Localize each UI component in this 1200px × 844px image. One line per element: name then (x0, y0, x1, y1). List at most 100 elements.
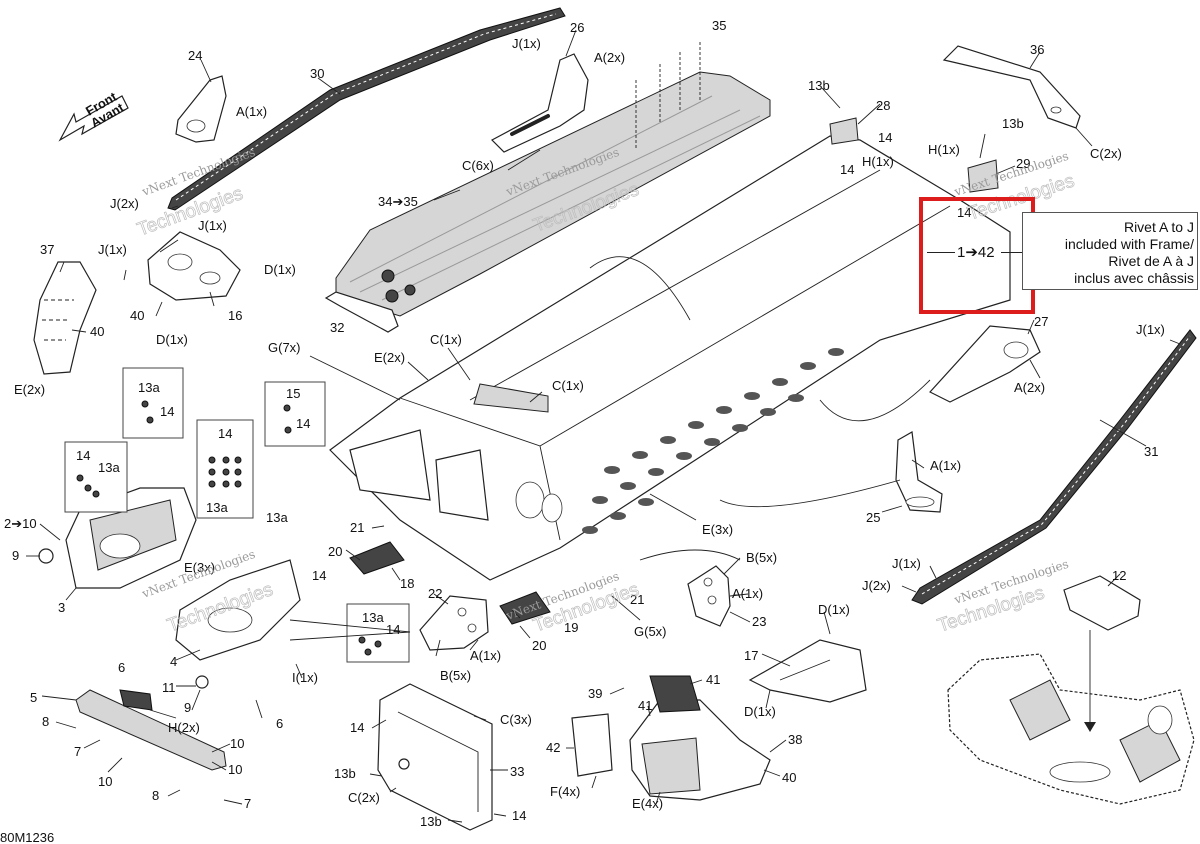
callout-h-1x-a: H(1x) (862, 154, 894, 169)
callout-23: 23 (752, 614, 766, 629)
front-arrow-icon: Front Avant (58, 89, 129, 142)
part-31-rail (911, 329, 1197, 605)
callout-e-3x-b: E(3x) (702, 522, 733, 537)
callout-j-1x-mid: J(1x) (98, 242, 127, 257)
note-line-3: Rivet de A à J (1108, 253, 1194, 269)
part-23-bracket (687, 565, 731, 627)
callout-34-35: 34➔35 (378, 194, 418, 209)
callout-22: 22 (428, 586, 442, 601)
part-19-plate (499, 591, 551, 625)
callout-9-left: 9 (12, 548, 19, 563)
callout-18: 18 (400, 576, 414, 591)
main-tunnel-frame (329, 135, 1011, 581)
callout-31: 31 (1144, 444, 1158, 459)
callout-13a-mid: 13a (266, 510, 288, 525)
callout-41-b: 41 (638, 698, 652, 713)
callout-8-b: 8 (152, 788, 159, 803)
callout-27: 27 (1034, 314, 1048, 329)
part-28-bracket (829, 117, 859, 145)
callout-13a-box3: 13a (206, 500, 228, 515)
callout-a-1x-24: A(1x) (236, 104, 267, 119)
callout-a-2x-27: A(2x) (1014, 380, 1045, 395)
callout-39: 39 (588, 686, 602, 701)
part-32-bar (324, 291, 399, 333)
highlight-leader-right (1001, 252, 1027, 253)
callout-2-10: 2➔10 (4, 516, 37, 531)
callout-labels: 24 30 J(1x) 26 A(2x) 35 36 13b 28 14 H(1… (0, 18, 1165, 844)
part-37-bracket (33, 261, 97, 375)
callout-a-1x-23: A(1x) (732, 586, 763, 601)
part-26-bracket (491, 53, 589, 153)
callout-40-b: 40 (782, 770, 796, 785)
callout-e-2x-mid: E(2x) (374, 350, 405, 365)
callout-i-1x: I(1x) (292, 670, 318, 685)
callout-30: 30 (310, 66, 324, 81)
callout-h-1x-b: H(1x) (928, 142, 960, 157)
part-5-skid-plate (75, 689, 227, 771)
highlight-label-1-42: 1➔42 (957, 244, 995, 261)
callout-13b-right: 13b (1002, 116, 1024, 131)
callout-26: 26 (570, 20, 584, 35)
part-27-bracket (929, 325, 1041, 403)
callout-25: 25 (866, 510, 880, 525)
callout-c-3x: C(3x) (500, 712, 532, 727)
callout-20-b: 20 (532, 638, 546, 653)
note-line-4: inclus avec châssis (1074, 270, 1194, 286)
callout-24: 24 (188, 48, 202, 63)
callout-37: 37 (40, 242, 54, 257)
tunnel-slots (582, 348, 844, 534)
callout-c-1x-b: C(1x) (552, 378, 584, 393)
callout-a-2x-top: A(2x) (594, 50, 625, 65)
callout-d-1x-16: D(1x) (264, 262, 296, 277)
callout-8-a: 8 (42, 714, 49, 729)
part-34-tunnel-cover (335, 42, 771, 317)
callout-a-1x-25: A(1x) (930, 458, 961, 473)
highlight-leader-left (927, 252, 955, 253)
part-3-front-bulkhead (65, 487, 197, 589)
callout-29: 29 (1016, 156, 1030, 171)
callout-38: 38 (788, 732, 802, 747)
rivet-note-box: Rivet A to J included with Frame/ Rivet … (1022, 212, 1198, 290)
highlight-label-14: 14 (957, 205, 972, 220)
callout-6-b: 6 (276, 716, 283, 731)
callout-3: 3 (58, 600, 65, 615)
callout-14-box1: 14 (160, 404, 174, 419)
callout-13a-box2: 13a (98, 460, 120, 475)
hardware-box-15-14 (264, 381, 326, 447)
callout-c-2x-radiator: C(2x) (348, 790, 380, 805)
part-33-radiator (377, 683, 493, 831)
callout-14-bottom: 14 (512, 808, 526, 823)
callout-f-4x: F(4x) (550, 784, 580, 799)
callout-16: 16 (228, 308, 242, 323)
callout-14-mid: 14 (312, 568, 326, 583)
callout-12: 12 (1112, 568, 1126, 583)
callout-10-c: 10 (228, 762, 242, 777)
callout-20-a: 20 (328, 544, 342, 559)
callout-7-b: 7 (244, 796, 251, 811)
part-12-bracket (1063, 575, 1141, 631)
part-22-bracket (419, 595, 489, 651)
hardware-box-13a-14 (122, 367, 184, 439)
callout-21-b: 21 (630, 592, 644, 607)
callout-35: 35 (712, 18, 726, 33)
callout-4: 4 (170, 654, 177, 669)
callout-40-37: 40 (90, 324, 104, 339)
part-29-bracket (967, 159, 999, 193)
part-16-bracket (147, 231, 241, 301)
callout-13b-radiator: 13b (334, 766, 356, 781)
callout-5: 5 (30, 690, 37, 705)
callout-j-1x-right: J(1x) (1136, 322, 1165, 337)
part-17-bracket (748, 639, 867, 703)
part-4-lower-frame (175, 559, 301, 661)
callout-21-a: 21 (350, 520, 364, 535)
callout-h-2x: H(2x) (168, 720, 200, 735)
part-38-crossmember (629, 675, 771, 801)
callout-d-1x-17b: D(1x) (744, 704, 776, 719)
callout-14-box4: 14 (386, 622, 400, 637)
callout-d-1x-17: D(1x) (818, 602, 850, 617)
callout-e-3x-a: E(3x) (184, 560, 215, 575)
callout-c-2x-right: C(2x) (1090, 146, 1122, 161)
callout-7-a: 7 (74, 744, 81, 759)
callout-14-b: 14 (840, 162, 854, 177)
